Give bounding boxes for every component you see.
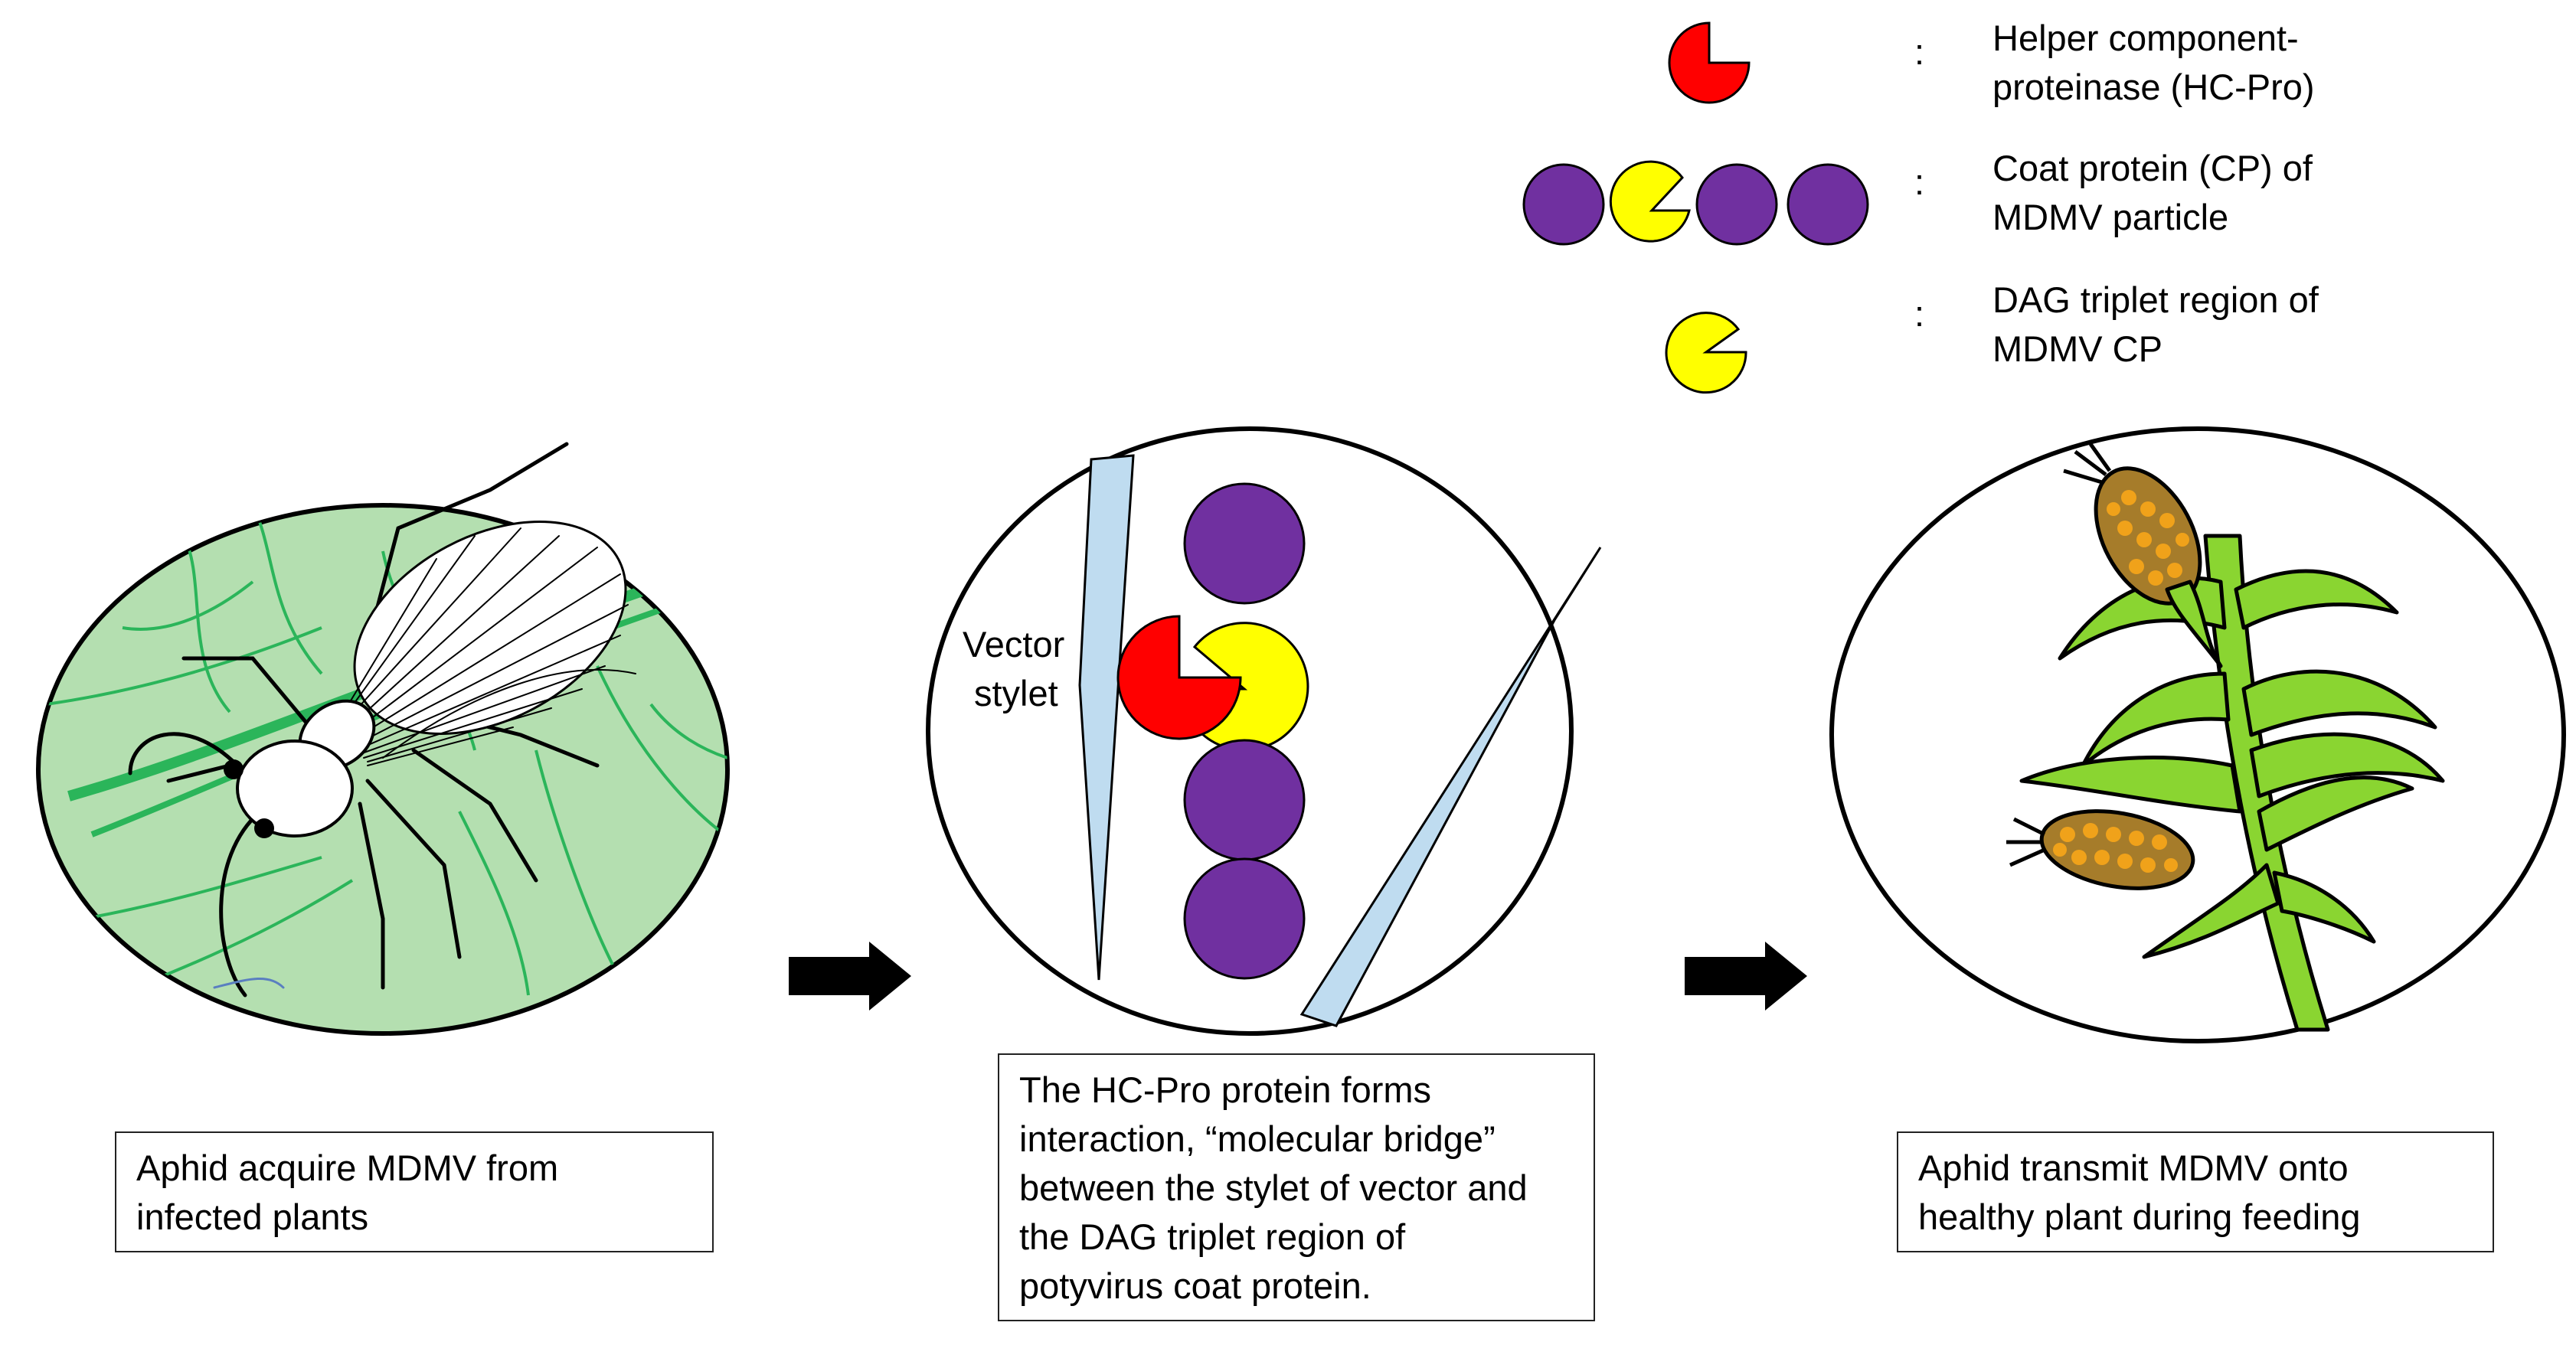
legend-hc-pro-label: Helper component- proteinase (HC-Pro) <box>1992 18 2315 107</box>
corn-ear-upper <box>2063 442 2223 668</box>
legend-dag-triplet-label: DAG triplet region of MDMV CP <box>1992 279 2319 369</box>
caption-transmit: Aphid transmit MDMV onto healthy plant d… <box>1897 1131 2494 1252</box>
healthy-plant-circle <box>1829 426 2566 1043</box>
stylet-circle: Vector stylet <box>926 426 1602 1036</box>
legend-coat-protein-label: Coat protein (CP) of MDMV particle <box>1992 148 2313 237</box>
legend <box>1522 21 1869 394</box>
arrow-right-icon <box>789 942 911 1011</box>
vector-stylet-left <box>1078 454 1135 981</box>
legend-separator: : <box>1914 293 1925 334</box>
aphid-icon <box>128 442 636 997</box>
corn-plant-icon <box>2006 442 2445 1032</box>
caption-molecular-bridge: The HC-Pro protein forms interaction, “m… <box>998 1053 1595 1321</box>
caption-acquire: Aphid acquire MDMV from infected plants <box>115 1131 714 1252</box>
legend-hc-pro-symbol <box>1668 21 1751 104</box>
legend-dag-triplet-symbol <box>1665 312 1747 394</box>
hc-pro-bridge <box>1116 615 1242 740</box>
legend-coat-protein-symbol <box>1522 160 1869 246</box>
legend-separator: : <box>1914 31 1925 72</box>
vector-stylet-right <box>1299 547 1602 1027</box>
arrow-right-icon <box>1685 942 1807 1011</box>
legend-separator: : <box>1914 162 1925 202</box>
coat-protein-chain <box>1179 482 1309 980</box>
infected-leaf-circle <box>36 442 730 1036</box>
corn-ear-lower <box>2006 809 2195 890</box>
stylet-label: Vector stylet <box>963 624 1074 713</box>
